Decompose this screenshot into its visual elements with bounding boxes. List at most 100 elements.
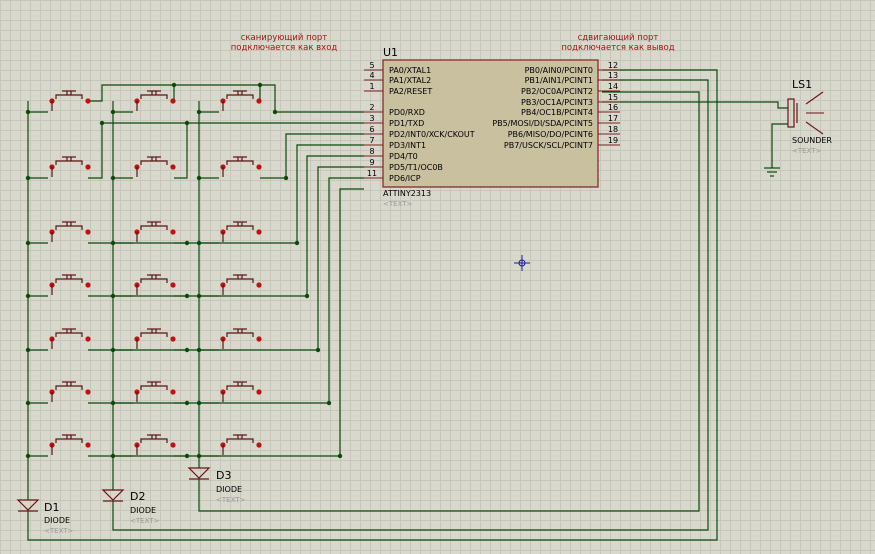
mcu-right-pins: 12PB0/AIN0/PCINT013PB1/AIN1/PCINT114PB2/… [492, 61, 620, 150]
mcu-part: ATTINY2313 [383, 189, 431, 198]
keypad-button-r5-c2[interactable] [134, 328, 176, 349]
pin-number: 4 [369, 71, 374, 80]
keypad-button-r1-c2[interactable] [134, 90, 176, 111]
sounder-ref: LS1 [792, 78, 812, 91]
pin-label: PD4/T0 [389, 152, 418, 161]
sounder-value: SOUNDER [792, 136, 832, 145]
keypad-button-r6-c1[interactable] [49, 381, 91, 402]
pin-label: PA1/XTAL2 [389, 76, 431, 85]
pin-label: PB1/AIN1/PCINT1 [525, 76, 593, 85]
pin-label: PD0/RXD [389, 108, 425, 117]
pin-label: PB7/USCK/SCL/PCINT7 [504, 141, 593, 150]
diode-d1-value: DIODE [44, 516, 70, 525]
diode-d1-text-placeholder: <TEXT> [44, 527, 74, 535]
pin-label: PB3/OC1A/PCINT3 [521, 98, 593, 107]
pin-number: 12 [608, 61, 618, 70]
sounder-text-placeholder: <TEXT> [792, 147, 822, 155]
keypad-button-r7-c2[interactable] [134, 434, 176, 455]
pin-label: PB4/OC1B/PCINT4 [521, 108, 593, 117]
keypad-button-r6-c2[interactable] [134, 381, 176, 402]
diode-icon [16, 499, 40, 511]
diode-d3-ref: D3 [216, 469, 231, 482]
mcu-text-placeholder: <TEXT> [383, 200, 413, 208]
keypad-button-r3-c1[interactable] [49, 221, 91, 242]
keypad-button-r2-c1[interactable] [49, 156, 91, 177]
junction-dots [25, 82, 343, 459]
mcu-left-pins: 5PA0/XTAL14PA1/XTAL21PA2/RESET2PD0/RXD3P… [364, 61, 475, 183]
mcu-attiny2313[interactable]: U1 ATTINY2313 <TEXT> 5PA0/XTAL14PA1/XTAL… [364, 46, 620, 208]
sound-wave-icon [805, 91, 824, 105]
pin-label: PA0/XTAL1 [389, 66, 431, 75]
diode-d2-ref: D2 [130, 490, 145, 503]
pin-label: PD3/INT1 [389, 141, 426, 150]
pin-number: 9 [369, 158, 374, 167]
keypad-button-r2-c3[interactable] [220, 156, 262, 177]
keypad-button-r3-c3[interactable] [220, 221, 262, 242]
keypad-button-r2-c2[interactable] [134, 156, 176, 177]
mcu-body[interactable] [382, 59, 599, 188]
pin-label: PB0/AIN0/PCINT0 [525, 66, 593, 75]
pin-number: 6 [369, 125, 374, 134]
diode-d2[interactable]: D2 DIODE <TEXT> [101, 489, 160, 525]
pin-number: 5 [369, 61, 374, 70]
sounder-ls1[interactable]: LS1 SOUNDER <TEXT> [787, 78, 832, 155]
pin-number: 19 [608, 136, 618, 145]
keypad-button-r6-c3[interactable] [220, 381, 262, 402]
pin-number: 11 [367, 169, 377, 178]
pin-label: PD1/TXD [389, 119, 424, 128]
sounder-body [787, 98, 795, 128]
pin-number: 7 [369, 136, 374, 145]
diode-d2-text-placeholder: <TEXT> [130, 517, 160, 525]
pin-number: 16 [608, 103, 618, 112]
keypad-button-r7-c3[interactable] [220, 434, 262, 455]
mcu-ref: U1 [383, 46, 398, 59]
keypad-button-r4-c1[interactable] [49, 274, 91, 295]
pin-number: 14 [608, 82, 618, 91]
keypad-button-r3-c2[interactable] [134, 221, 176, 242]
keypad-button-r1-c3[interactable] [220, 90, 262, 111]
diode-d1-ref: D1 [44, 501, 59, 514]
keypad-button-r5-c3[interactable] [220, 328, 262, 349]
diode-d3-value: DIODE [216, 485, 242, 494]
pin-number: 8 [369, 147, 374, 156]
keypad-button-r1-c1[interactable] [49, 90, 91, 111]
diode-d2-value: DIODE [130, 506, 156, 515]
pin-label: PB6/MISO/DO/PCINT6 [508, 130, 593, 139]
keypad-button-r4-c2[interactable] [134, 274, 176, 295]
pin-number: 18 [608, 125, 618, 134]
diode-icon [101, 489, 125, 501]
diode-d3[interactable]: D3 DIODE <TEXT> [187, 467, 246, 504]
pin-label: PD5/T1/OC0B [389, 163, 443, 172]
pin-number: 17 [608, 114, 618, 123]
keypad-matrix [49, 90, 262, 455]
crosshair-cursor-icon [514, 255, 530, 271]
keypad-button-r7-c1[interactable] [49, 434, 91, 455]
diode-d3-text-placeholder: <TEXT> [216, 496, 246, 504]
scan-port-note-line1: сканирующий порт [241, 33, 328, 43]
keypad-button-r4-c3[interactable] [220, 274, 262, 295]
pin-number: 15 [608, 93, 618, 102]
pin-number: 3 [369, 114, 374, 123]
keypad-button-r5-c1[interactable] [49, 328, 91, 349]
pin-label: PB2/OC0A/PCINT2 [521, 87, 593, 96]
diode-d1[interactable]: D1 DIODE <TEXT> [16, 499, 74, 535]
